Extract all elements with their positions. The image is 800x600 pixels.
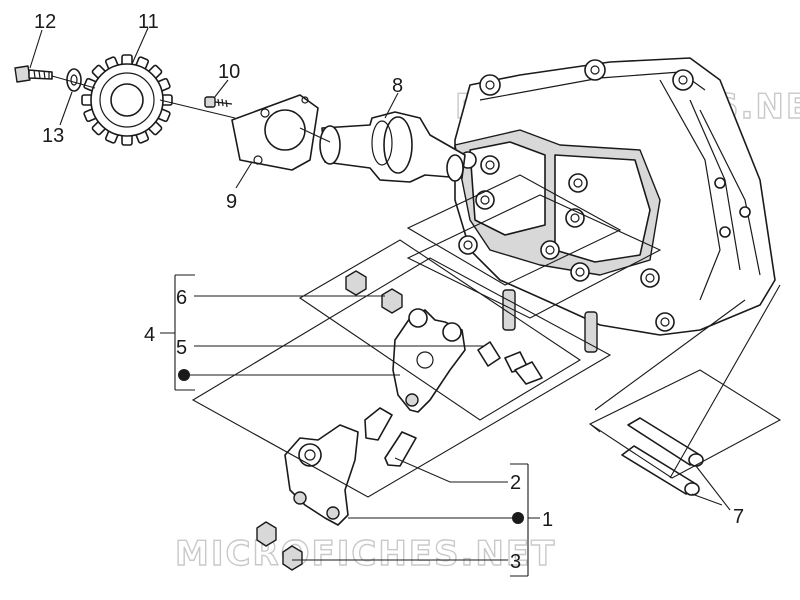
lower-rocker-arm: [284, 424, 359, 526]
camshaft: [319, 111, 466, 183]
bullet-upper-rocker: [178, 369, 190, 381]
watermark-bottom: MICROFICHES.NET: [175, 534, 556, 574]
callout-2: 2: [510, 472, 521, 494]
callout-4: 4: [144, 324, 155, 346]
leader-lines: [29, 27, 731, 577]
rocker-shafts-upper: [477, 341, 543, 385]
plate-screw: [204, 96, 233, 108]
rocker-shafts-lower: [364, 407, 417, 467]
camshaft-sprocket: [81, 54, 173, 146]
callout-9: 9: [226, 191, 237, 213]
nuts-lower: [256, 521, 303, 571]
upper-rocker-arm: [392, 308, 466, 413]
cylinder-head: [454, 57, 776, 353]
callout-7: 7: [733, 506, 744, 528]
callout-10: 10: [218, 61, 240, 83]
washer: [66, 68, 82, 92]
callout-5: 5: [176, 337, 187, 359]
callout-11: 11: [138, 11, 159, 33]
callout-1: 1: [542, 509, 553, 531]
callout-12: 12: [34, 11, 56, 33]
camshaft-retaining-plate: [231, 94, 319, 171]
valve-tappets: [621, 417, 704, 496]
callout-6: 6: [176, 287, 187, 309]
callout-13: 13: [42, 125, 64, 147]
bullet-lower-rocker: [512, 512, 524, 524]
sprocket-bolt: [14, 65, 53, 83]
nuts-upper: [345, 270, 403, 314]
callout-3: 3: [510, 551, 521, 573]
callout-8: 8: [392, 75, 403, 97]
group-outlines: [191, 174, 782, 498]
